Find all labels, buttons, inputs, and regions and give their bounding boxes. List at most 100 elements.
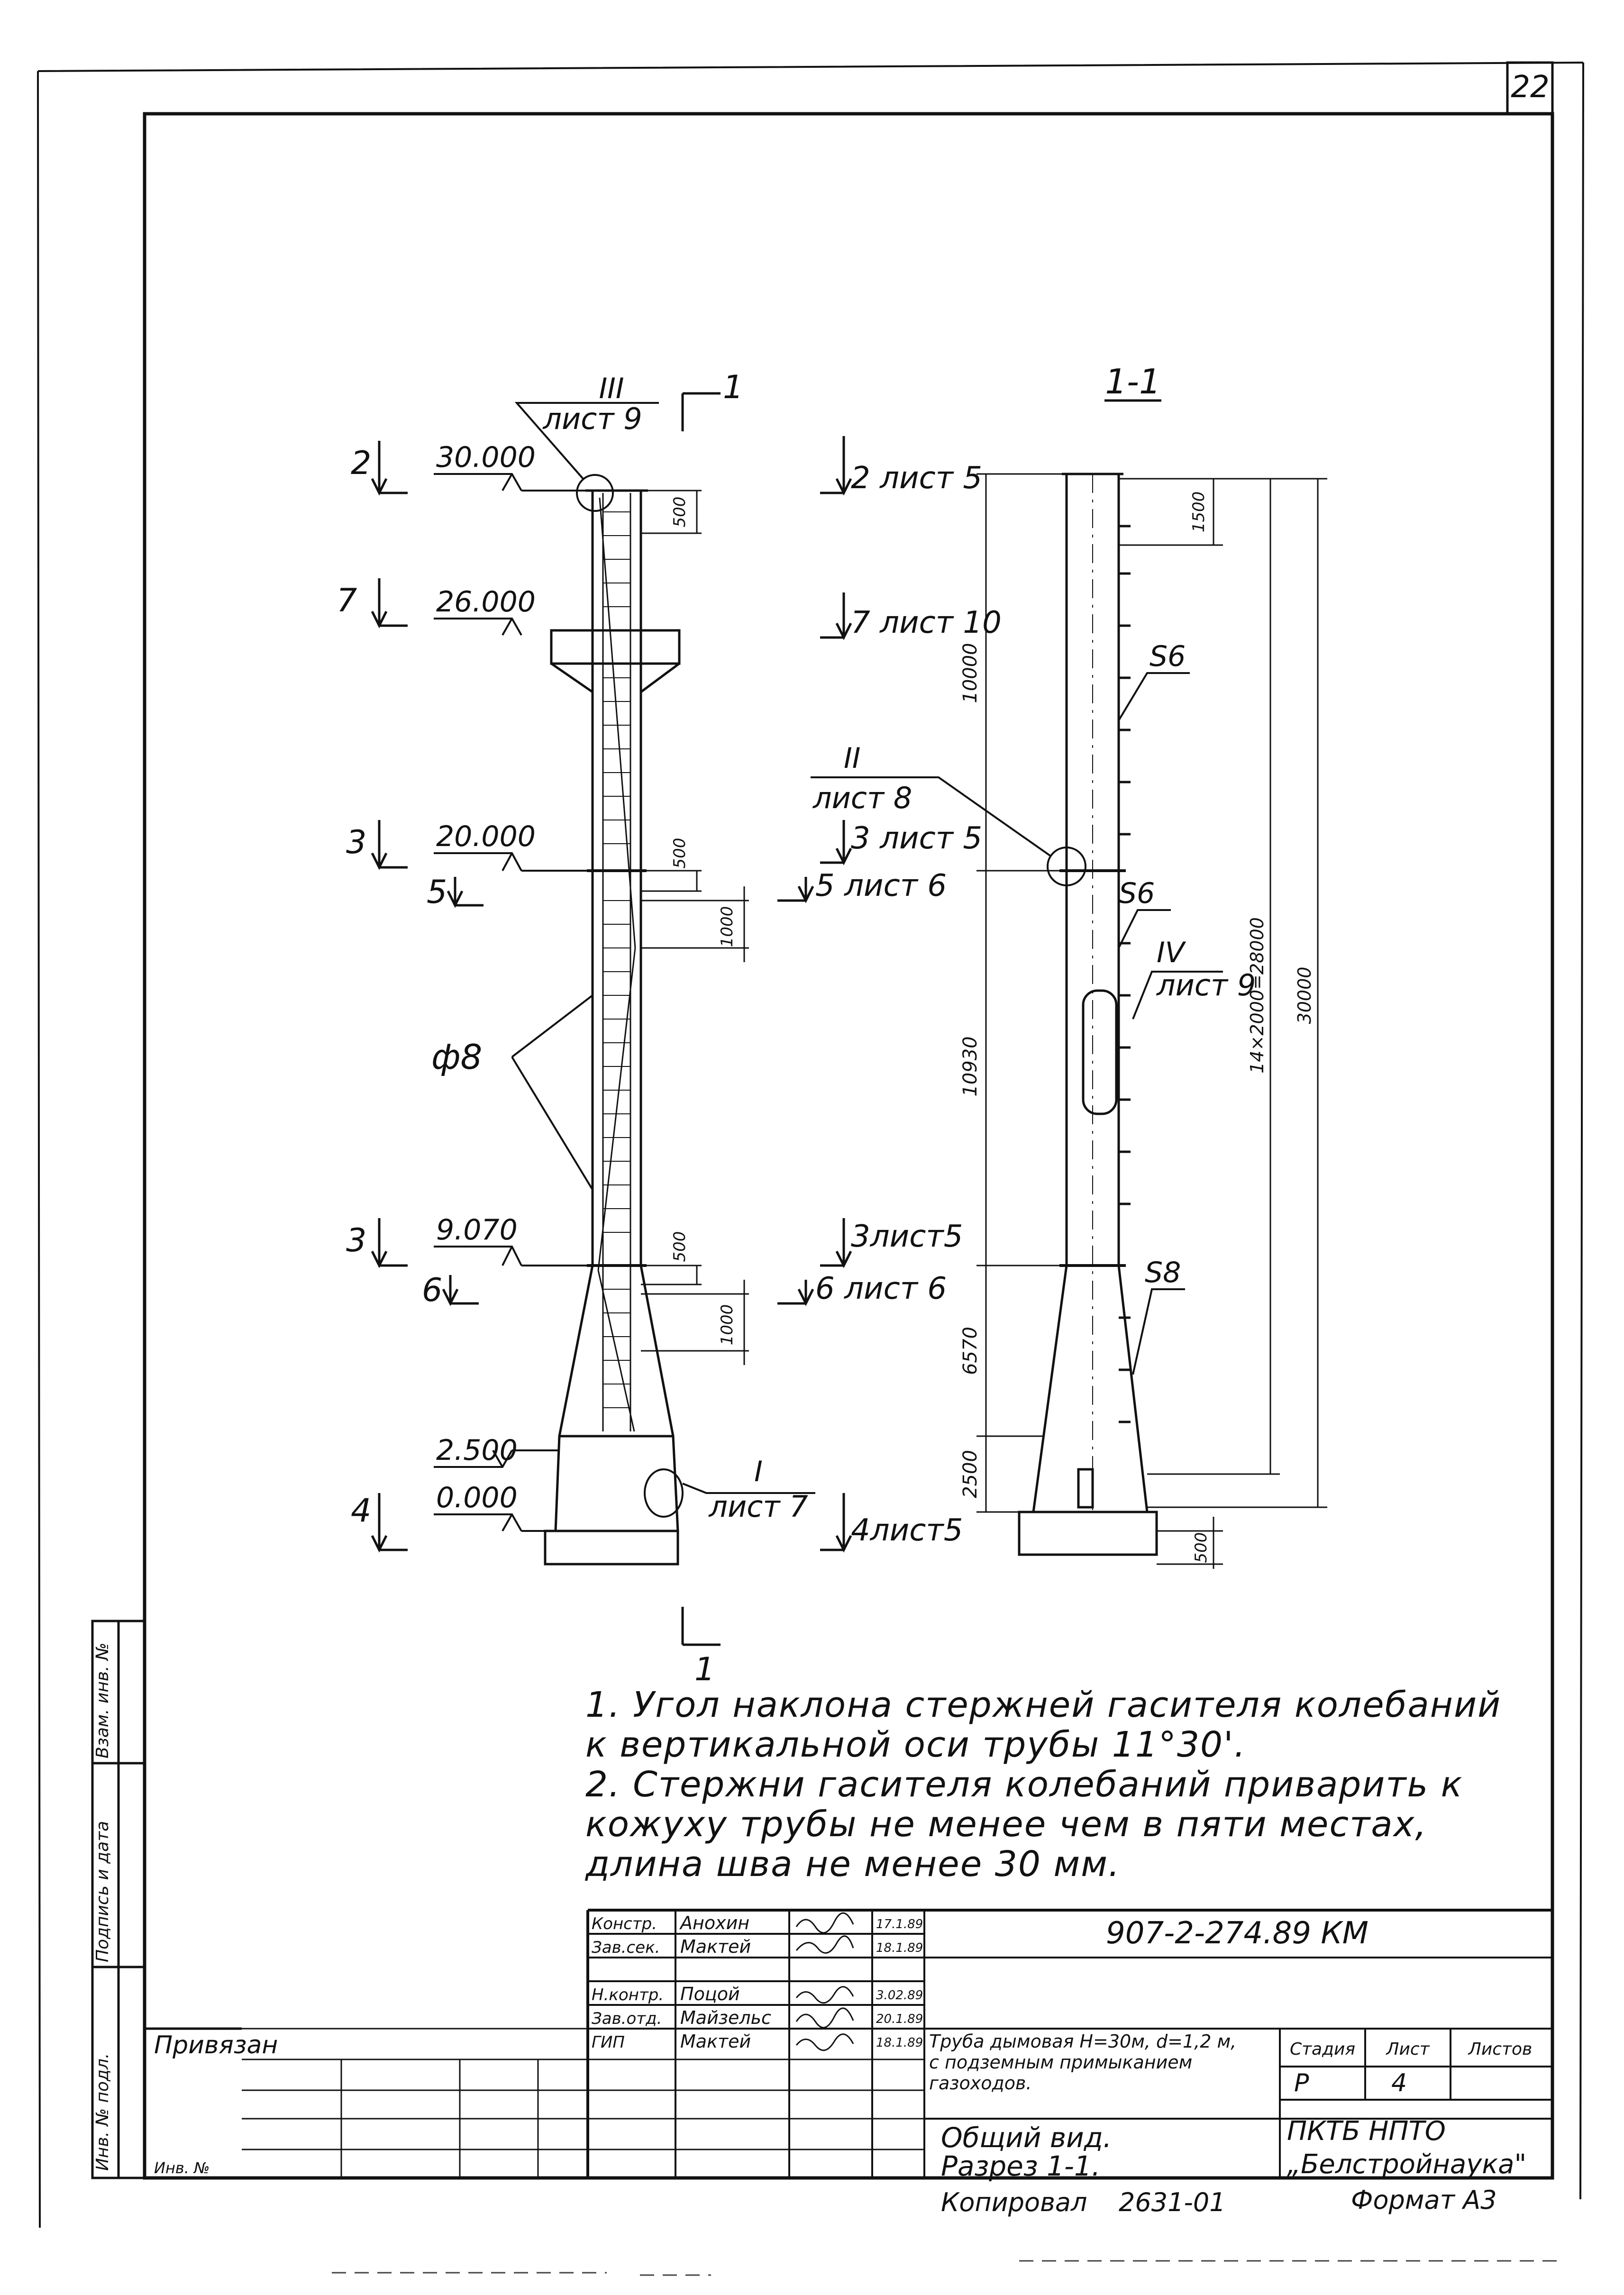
section-marker-1 — [681, 392, 721, 1646]
dim-2500: 2500 — [959, 1450, 981, 1498]
cut-right-5: 5 лист 6 — [815, 868, 947, 903]
organization-2: „Белстройнаука" — [1287, 2149, 1526, 2180]
bound-label: Привязан — [154, 2031, 278, 2059]
date-head-dept: 20.1.89 — [876, 2012, 923, 2026]
inv-label: Инв. № — [154, 2159, 210, 2177]
rod-label: ф8 — [431, 1037, 482, 1077]
cut-right-6: 6 лист 6 — [815, 1271, 947, 1306]
level-2500: 2.500 — [436, 1434, 518, 1467]
callout-IV-num: IV — [1157, 936, 1186, 969]
cut-left-3: 3 — [346, 824, 366, 861]
date-head-sector: 18.1.89 — [876, 1941, 923, 1955]
name-constructor: Анохин — [679, 1912, 749, 1933]
object-name: Труба дымовая Н=30м, d=1,2 м, с подземны… — [929, 2031, 1242, 2094]
dim-1000-low: 1000 — [718, 1304, 737, 1346]
sheets-label: Листов — [1468, 2040, 1532, 2059]
callout-I-num: I — [754, 1455, 763, 1488]
dim-500-mid: 500 — [670, 838, 689, 869]
page-number: 22 — [1511, 70, 1549, 105]
date-norm-control: 3.02.89 — [876, 1988, 923, 2003]
level-labels: 30.000 26.000 20.000 9.070 2.500 0.000 — [436, 441, 536, 1514]
title-block-grid — [145, 1909, 1552, 2178]
date-gip: 18.1.89 — [876, 2036, 923, 2050]
callout-IV-sheet: лист 9 — [1156, 968, 1256, 1002]
dim-10000: 10000 — [959, 643, 981, 703]
callout-I — [644, 1468, 815, 1518]
side-signature-date: Подпись и дата — [93, 1821, 112, 1962]
level-0: 0.000 — [436, 1481, 518, 1514]
format-label: Формат А3 — [1351, 2185, 1497, 2215]
role-constructor: Констр. — [592, 1914, 657, 1933]
ladder-rungs — [603, 511, 630, 1408]
dim-500-top: 500 — [670, 497, 689, 528]
dim-1000-mid: 1000 — [718, 906, 737, 947]
section-dims-left — [976, 473, 1067, 1513]
role-head-dept: Зав.отд. — [592, 2009, 662, 2028]
note-2: 2. Стержни гасителя колебаний приварить … — [585, 1764, 1463, 1885]
title-block-people: Констр. Зав.сек. Н.контр. Зав.отд. ГИП А… — [592, 1912, 923, 2052]
stage-value: Р — [1294, 2069, 1309, 2097]
level-26: 26.000 — [436, 585, 536, 619]
callout-III-sheet: лист 9 — [542, 401, 642, 436]
side-vzam-inv: Взам. инв. № — [93, 1643, 112, 1758]
dim-30000: 30000 — [1294, 967, 1315, 1024]
copied-number: 2631-01 — [1119, 2187, 1226, 2217]
cut-left-4: 4 — [351, 1492, 371, 1530]
dim-14x2000: 14×2000=28000 — [1247, 917, 1268, 1074]
cut-markers-right — [777, 436, 852, 1553]
callout-IV — [1132, 971, 1223, 1020]
scan-artifacts — [332, 2260, 1564, 2276]
sheet-title-2: Разрез 1-1. — [941, 2150, 1100, 2182]
side-stamp — [91, 1620, 146, 2179]
callout-III — [514, 402, 659, 512]
section-marker-bottom-label: 1 — [694, 1651, 715, 1688]
cut-left-3b: 3 — [346, 1222, 366, 1259]
cut-right-3: 3 лист 5 — [851, 821, 982, 856]
role-gip: ГИП — [592, 2033, 625, 2052]
cut-right-7: 7 лист 10 — [851, 605, 1002, 640]
thickness-s6-mid: S6 — [1119, 877, 1155, 910]
dim-1500: 1500 — [1189, 492, 1208, 533]
name-head-dept: Майзельс — [680, 2007, 771, 2028]
section-title: 1-1 — [1105, 362, 1161, 401]
chimney-section — [1018, 473, 1158, 1556]
organization-1: ПКТБ НПТО — [1287, 2116, 1446, 2147]
dim-6570: 6570 — [959, 1327, 981, 1375]
level-marks — [434, 473, 593, 1532]
side-inv-podl: Инв. № подл. — [93, 2053, 112, 2171]
section-stiffeners — [1059, 474, 1131, 1512]
general-notes: 1. Угол наклона стержней гасителя колеба… — [585, 1685, 1533, 1884]
copied-label: Копировал — [941, 2187, 1087, 2217]
cut-markers-left — [371, 441, 484, 1553]
thickness-leaders — [1118, 672, 1190, 1375]
cut-right-3b: 3лист5 — [851, 1219, 963, 1254]
name-head-sector: Мактей — [680, 1936, 751, 1957]
dim-500-low: 500 — [670, 1231, 689, 1262]
signatures — [795, 1912, 854, 2051]
thickness-s6-top: S6 — [1150, 640, 1186, 673]
level-9070: 9.070 — [436, 1213, 518, 1247]
cut-left-2: 2 — [351, 445, 371, 482]
sheet-title-1: Общий вид. — [941, 2122, 1112, 2154]
cut-left-5: 5 — [427, 874, 447, 911]
cut-left-7: 7 — [337, 582, 357, 619]
name-norm-control: Поцой — [680, 1984, 740, 2004]
dim-500-bottom: 500 — [1192, 1532, 1211, 1563]
name-gip: Мактей — [680, 2031, 751, 2052]
page-number-box — [1506, 61, 1554, 115]
dim-10930: 10930 — [959, 1036, 981, 1096]
callout-II-num: II — [844, 742, 860, 775]
inner-frame — [143, 112, 1554, 2180]
thickness-s8: S8 — [1145, 1256, 1181, 1289]
level-30: 30.000 — [436, 441, 536, 474]
level-20: 20.000 — [436, 820, 536, 853]
section-dims-right — [1119, 478, 1327, 1569]
stage-label: Стадия — [1290, 2040, 1355, 2059]
cut-labels-right: 2 лист 5 7 лист 10 3 лист 5 5 лист 6 3ли… — [815, 461, 1002, 1548]
elevation-dims — [641, 490, 749, 1365]
cut-right-4: 4лист5 — [851, 1513, 963, 1548]
cut-labels-left: 2 7 3 5 3 6 4 — [337, 445, 447, 1530]
callout-III-num: III — [599, 372, 624, 405]
role-norm-control: Н.контр. — [592, 1985, 664, 2004]
